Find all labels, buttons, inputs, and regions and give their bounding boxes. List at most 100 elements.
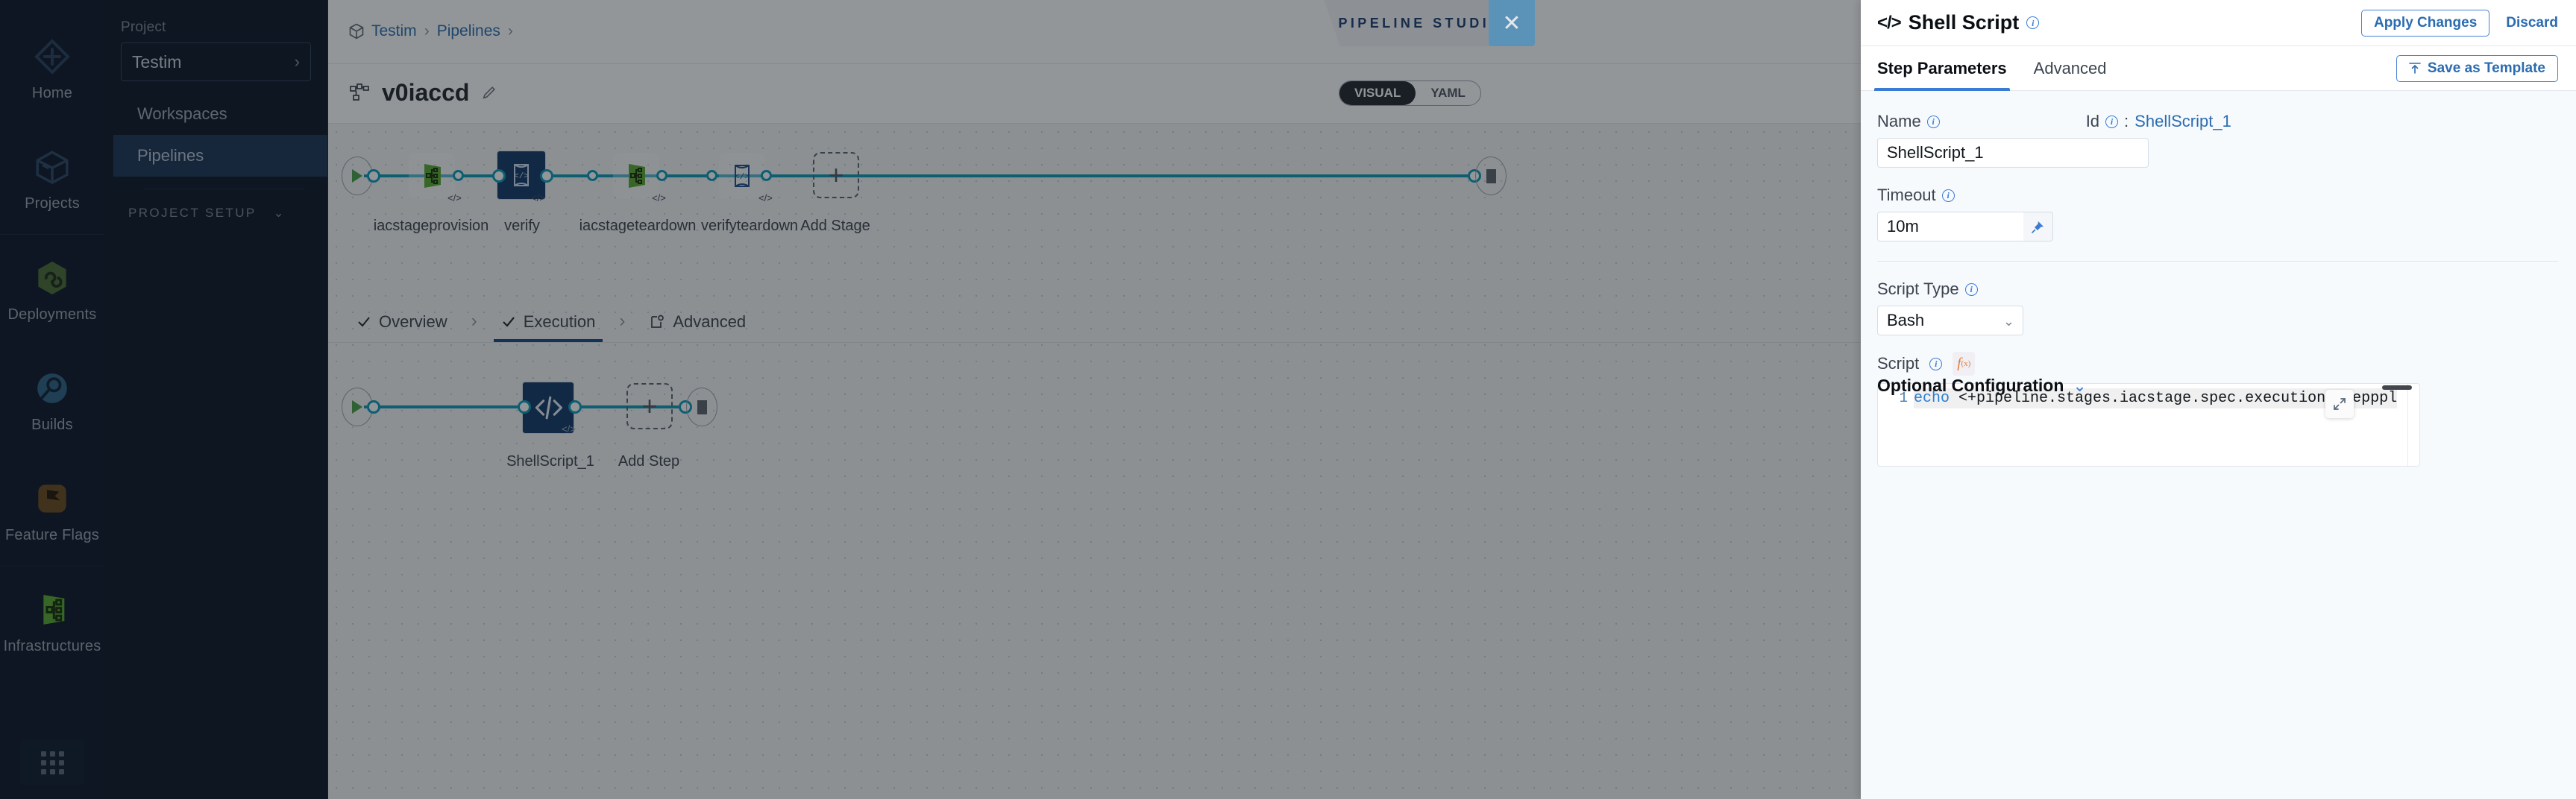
connector-dot[interactable] xyxy=(518,400,531,414)
project-selector[interactable]: Testim › xyxy=(121,42,311,81)
stage-type-badge: </> xyxy=(652,192,666,203)
script-label-text: Script xyxy=(1877,354,1920,373)
connector-dot[interactable] xyxy=(367,400,380,414)
rail-item-feature-flags[interactable]: Feature Flags xyxy=(0,455,104,566)
editor-gutter: 1 xyxy=(1878,384,1914,466)
project-cube-icon xyxy=(349,23,364,40)
stage-node-iacstageprovision[interactable] xyxy=(409,153,455,199)
drawer-tabs: Step Parameters Advanced Save as Templat… xyxy=(1861,46,2576,92)
discard-button[interactable]: Discard xyxy=(2506,14,2558,31)
code-brackets-icon: </> xyxy=(1877,12,1902,33)
rail-item-builds[interactable]: Builds xyxy=(0,345,104,455)
rail-group-2: Deployments Builds Feature Flags xyxy=(0,234,104,566)
connector-dot[interactable] xyxy=(761,170,772,181)
sidebar-item-pipelines[interactable]: Pipelines xyxy=(113,135,327,177)
page-title: v0iaccd xyxy=(349,79,497,107)
breadcrumb-link-pipelines[interactable]: Pipelines xyxy=(436,22,500,40)
name-row: Name i Id i : ShellScript_1 xyxy=(1877,112,2558,138)
stage-node-iacstageteardown[interactable] xyxy=(613,153,659,199)
rail-item-label: Projects xyxy=(25,195,80,212)
pencil-icon[interactable] xyxy=(481,85,497,101)
rail-item-home[interactable]: Home xyxy=(0,13,104,124)
sidebar-item-workspaces[interactable]: Workspaces xyxy=(113,93,327,135)
shell-script-icon xyxy=(535,396,562,420)
connector-dot[interactable] xyxy=(568,400,582,414)
info-icon[interactable]: i xyxy=(1929,357,1943,370)
project-setup-section[interactable]: PROJECT SETUP ⌄ xyxy=(128,206,311,221)
editor-horizontal-scrollbar[interactable] xyxy=(2382,385,2412,390)
toggle-option-yaml[interactable]: YAML xyxy=(1430,86,1466,100)
optional-configuration-toggle[interactable]: Optional Configuration ⌄ xyxy=(1877,376,2087,396)
add-stage-button[interactable]: + xyxy=(813,152,859,198)
stage-label: verify xyxy=(504,218,540,234)
editor-vertical-rule xyxy=(2407,384,2408,466)
rail-item-label: Deployments xyxy=(7,306,97,323)
id-value: ShellScript_1 xyxy=(2134,112,2231,130)
tab-advanced[interactable]: Advanced xyxy=(2034,46,2107,91)
rail-item-infrastructures[interactable]: Infrastructures xyxy=(0,566,104,677)
rail-item-label: Builds xyxy=(31,416,73,433)
save-as-template-button[interactable]: Save as Template xyxy=(2396,54,2558,82)
connector-dot[interactable] xyxy=(540,169,553,183)
fx-sub: (x) xyxy=(1961,359,1971,368)
project-nav: Project Testim › Workspaces Pipelines PR… xyxy=(104,0,328,799)
expression-fx-button[interactable]: f(x) xyxy=(1953,352,1976,376)
info-icon[interactable]: i xyxy=(1964,282,1978,296)
rail-item-label: Home xyxy=(31,84,73,101)
tab-advanced[interactable]: Advanced xyxy=(635,312,759,342)
step-graph: </> ShellScript_1 + Add Step xyxy=(328,370,2576,519)
optional-configuration-label: Optional Configuration xyxy=(1877,376,2064,395)
name-input[interactable] xyxy=(1877,138,2149,168)
add-step-button[interactable]: + xyxy=(626,383,673,429)
upload-arrow-icon xyxy=(2409,63,2421,74)
play-icon xyxy=(352,169,362,183)
script-label: Script i f(x) xyxy=(1877,352,2558,376)
execution-end-node[interactable] xyxy=(686,388,717,426)
script-type-label-text: Script Type xyxy=(1877,280,1959,298)
sidebar-item-label: Pipelines xyxy=(137,146,204,165)
tab-step-parameters[interactable]: Step Parameters xyxy=(1874,46,2010,92)
timeout-input[interactable] xyxy=(1877,212,2023,241)
rail-item-deployments[interactable]: Deployments xyxy=(0,235,104,345)
fx-label: f xyxy=(1957,356,1961,371)
connector-dot[interactable] xyxy=(492,169,506,183)
apply-changes-button[interactable]: Apply Changes xyxy=(2360,9,2490,37)
timeout-label-text: Timeout xyxy=(1877,186,1936,204)
rail-item-projects[interactable]: Projects xyxy=(0,124,104,234)
tab-execution[interactable]: Execution xyxy=(488,312,609,342)
connector-dot[interactable] xyxy=(706,170,717,181)
rail-item-label: Infrastructures xyxy=(3,637,101,654)
app-launcher-button[interactable] xyxy=(20,739,84,786)
tab-overview[interactable]: Overview xyxy=(343,312,461,342)
editor-line-number: 1 xyxy=(1899,390,1908,406)
timeout-label: Timeout i xyxy=(1877,186,2558,205)
info-icon[interactable]: i xyxy=(1941,189,1955,202)
script-type-select[interactable] xyxy=(1877,306,2023,335)
connector-dot[interactable] xyxy=(367,169,380,183)
info-icon[interactable]: i xyxy=(1926,115,1940,128)
drawer-title-text: Shell Script xyxy=(1908,11,2020,34)
breadcrumb-separator: › xyxy=(424,22,430,40)
info-icon[interactable]: i xyxy=(2026,16,2040,29)
stage-type-badge: </> xyxy=(758,192,773,203)
view-mode-toggle[interactable]: VISUAL YAML xyxy=(1339,80,1481,106)
expand-editor-button[interactable] xyxy=(2325,390,2354,418)
script-editor[interactable]: 1 echo <+pipeline.stages.iacstage.spec.e… xyxy=(1877,383,2420,467)
info-icon[interactable]: i xyxy=(2105,115,2119,128)
id-separator: : xyxy=(2124,112,2129,130)
close-drawer-button[interactable]: ✕ xyxy=(1489,0,1535,46)
connector-dot[interactable] xyxy=(587,170,598,181)
tab-label: Step Parameters xyxy=(1877,58,2007,78)
connector-dot[interactable] xyxy=(453,170,464,181)
timeout-field-group xyxy=(1877,212,2558,241)
connector-dot[interactable] xyxy=(656,170,667,181)
toggle-option-visual[interactable]: VISUAL xyxy=(1339,81,1416,105)
breadcrumb-link-project[interactable]: Testim xyxy=(371,22,417,40)
pin-icon xyxy=(2032,221,2043,233)
project-nav-items: Workspaces Pipelines xyxy=(113,93,327,177)
add-stage-label: Add Stage xyxy=(800,218,870,234)
pin-button[interactable] xyxy=(2023,212,2053,241)
stage-node-verifyteardown[interactable]: </> xyxy=(719,153,765,199)
pipeline-end-node[interactable] xyxy=(1475,157,1507,195)
custom-stage-icon: </> xyxy=(514,164,529,186)
